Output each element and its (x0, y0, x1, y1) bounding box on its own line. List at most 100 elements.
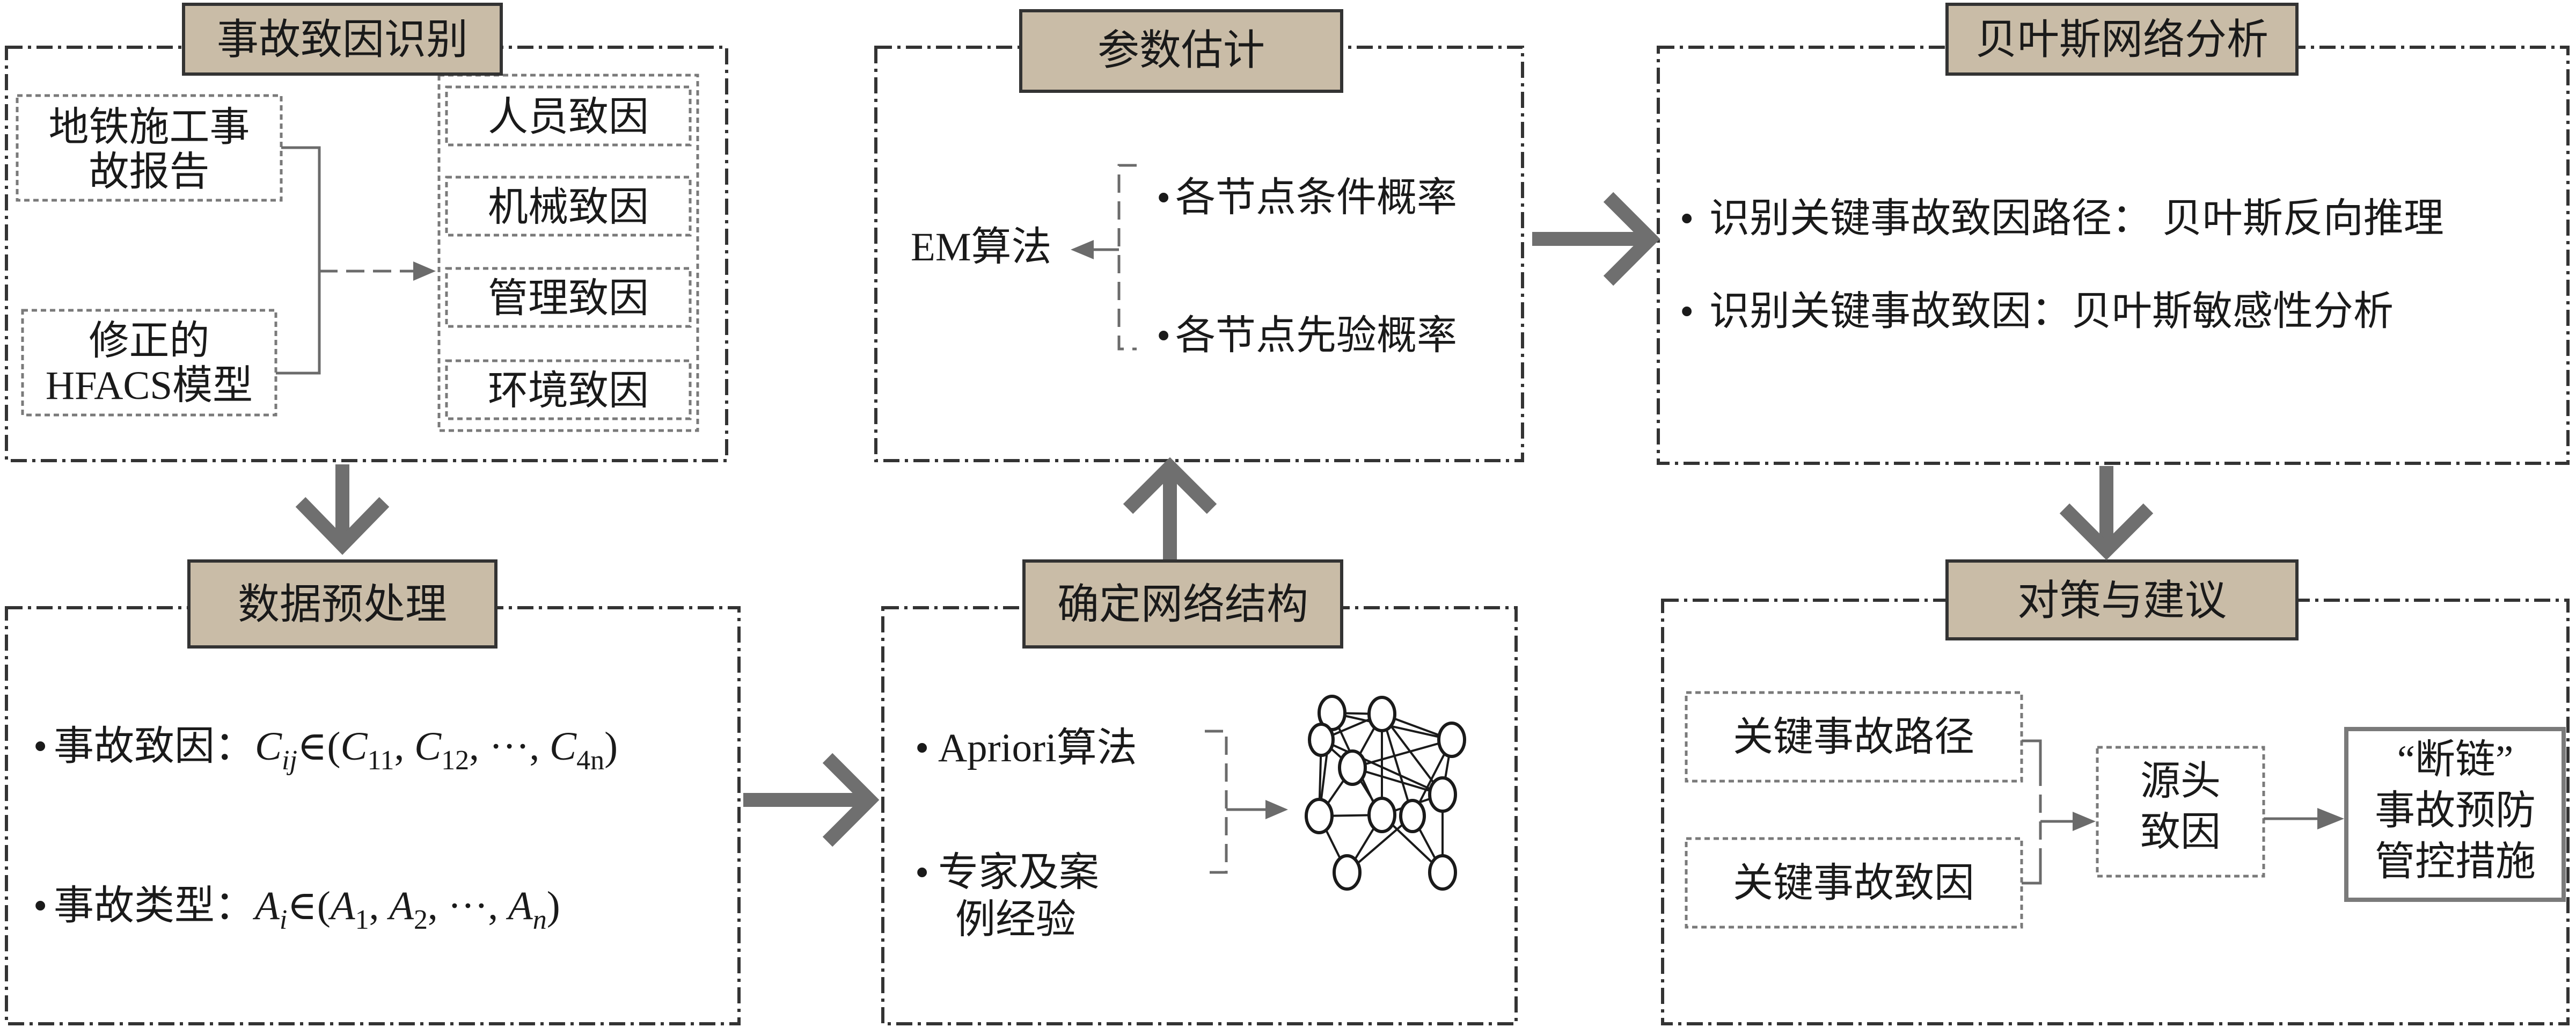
type-sep1: , (369, 884, 390, 928)
source-report-line1: 地铁施工事 (48, 105, 250, 150)
measures-connector-right (2264, 808, 2344, 829)
source-report-line2: 故报告 (89, 150, 209, 194)
panel-bayes-title: 贝叶斯网络分析 (1975, 16, 2268, 63)
cause-cn: C (550, 724, 577, 769)
arrow-down-right (2059, 466, 2154, 560)
panel-preprocess: • 事故致因：Cij∈(C11, C12, ···, C4n) • 事故类型：A… (5, 559, 741, 1025)
type-an: A (506, 884, 533, 928)
network-node (1333, 854, 1362, 891)
cause-close: ) (604, 724, 618, 769)
final-measures-line2: 事故预防 (2375, 789, 2536, 833)
em-algorithm-label: EM算法 (911, 225, 1052, 270)
type-a1-sub: 1 (355, 905, 369, 935)
source-model-line1: 修正的 (89, 319, 209, 363)
arrow-right-bottom (743, 753, 880, 847)
cause-box-management (445, 267, 692, 328)
bullet-dot-apriori: • (915, 726, 929, 770)
network-node (1428, 776, 1457, 813)
type-a1: A (328, 884, 356, 928)
network-node (1437, 722, 1466, 758)
bullet-key-cause: 识别关键事故致因：贝叶斯敏感性分析 (1709, 289, 2394, 334)
source-cause-box (2096, 746, 2265, 878)
panel-identification-title-box (182, 3, 503, 76)
panel-identification-title: 事故致因识别 (217, 16, 468, 63)
network-node (1305, 798, 1334, 834)
cause-box-personnel (445, 85, 692, 147)
panel-measures: 关键事故路径 关键事故致因 源头 致因 “断链” 事故预防 管控措施 对策与建议 (1661, 559, 2570, 1025)
bullet-expert-line2: 例经验 (955, 898, 1076, 942)
preprocess-cause-formula: 事故致因：Cij∈(C11, C12, ···, C4n) (54, 724, 618, 776)
bullet-dot-sensitivity: • (1680, 289, 1694, 334)
neural-network-icon (1305, 695, 1466, 891)
bullet-dot-cause: • (33, 724, 47, 769)
cause-machinery: 机械致因 (488, 185, 649, 230)
cause-label: 事故致因： (54, 724, 255, 769)
bullet-conditional-probability: 各节点条件概率 (1175, 176, 1457, 220)
measures-connector-left (2022, 739, 2096, 885)
panel-structure-title-box (1022, 559, 1343, 649)
preprocess-type-formula: 事故类型：Ai∈(A1, A2, ···, An) (54, 884, 560, 935)
cause-ellipsis: , ···, (469, 724, 550, 769)
cause-c1: C (340, 724, 368, 769)
causes-group-box (437, 74, 699, 432)
panel-estimation-title: 参数估计 (1097, 27, 1265, 74)
cause-sep1: , (394, 724, 415, 769)
bullet-expert-line1: 专家及案 (938, 850, 1099, 895)
type-var-sub: i (280, 905, 287, 935)
type-var: A (252, 884, 280, 928)
type-ellipsis: , ···, (428, 884, 508, 928)
identification-connector (276, 146, 436, 375)
panel-bayes: • 识别关键事故致因路径： 贝叶斯反向推理 • 识别关键事故致因：贝叶斯敏感性分… (1657, 3, 2570, 465)
network-node (1399, 799, 1426, 833)
panel-estimation-title-box (1019, 9, 1343, 93)
key-cause-box (1685, 837, 2023, 929)
cause-var-sub: ij (282, 745, 297, 776)
key-path-box (1685, 691, 2023, 783)
bullet-dot-expert: • (915, 850, 929, 895)
panel-measures-title-box (1945, 559, 2299, 640)
panel-measures-title: 对策与建议 (2017, 577, 2227, 624)
bullet-dot-prior: • (1157, 314, 1170, 358)
network-node (1428, 854, 1457, 891)
cause-box-machinery (445, 176, 692, 237)
bullet-key-path: 识别关键事故致因路径： 贝叶斯反向推理 (1709, 196, 2444, 241)
panel-identification: 地铁施工事 故报告 修正的 HFACS模型 人员致因 机械致因 管理致因 环境致… (5, 3, 728, 462)
key-path-label: 关键事故路径 (1733, 715, 1974, 760)
panel-structure: • Apriori算法 • 专家及案 例经验 (881, 559, 1518, 1025)
arrow-down-left (295, 464, 390, 555)
cause-box-environment (445, 359, 692, 420)
network-node (1367, 797, 1396, 833)
cause-management: 管理致因 (488, 276, 649, 321)
panel-bayes-title-box (1945, 3, 2299, 76)
arrow-up-middle (1123, 457, 1217, 559)
bullet-apriori: Apriori算法 (938, 726, 1137, 770)
estimation-connector (1071, 164, 1137, 351)
source-model-line2: HFACS模型 (46, 363, 253, 408)
source-cause-line2: 致因 (2140, 810, 2221, 855)
bullet-dot-path: • (1680, 196, 1694, 241)
bullet-prior-probability: 各节点先验概率 (1175, 314, 1457, 358)
type-label: 事故类型： (54, 884, 255, 928)
type-a2: A (386, 884, 414, 928)
cause-cn-sub: 4n (576, 745, 604, 776)
final-measures-box (2344, 727, 2566, 902)
panel-bayes-frame (1657, 46, 2570, 465)
panel-preprocess-frame (5, 606, 741, 1025)
type-in: ∈( (287, 884, 331, 928)
cause-c1-sub: 11 (367, 745, 394, 776)
cause-c2-sub: 12 (441, 745, 469, 776)
bullet-dot-type: • (33, 884, 47, 928)
network-node (1367, 696, 1396, 732)
panel-estimation: EM算法 • 各节点条件概率 • 各节点先验概率 参数估计 (874, 9, 1524, 462)
type-an-sub: n (533, 905, 547, 935)
structure-connector (1205, 730, 1288, 874)
panel-structure-title: 确定网络结构 (1057, 581, 1308, 628)
flow-arrows (295, 192, 2154, 847)
bullet-dot-conditional: • (1157, 176, 1170, 220)
source-report-box (16, 94, 283, 202)
cause-personnel: 人员致因 (488, 95, 649, 140)
arrow-right-top (1532, 192, 1660, 286)
cause-var: C (255, 724, 282, 769)
